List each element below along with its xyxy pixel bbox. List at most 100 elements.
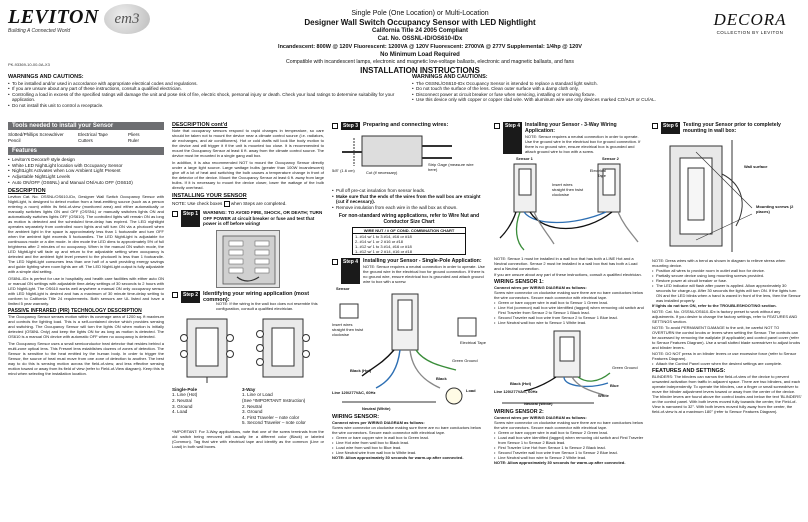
- warning-item: To be installed and/or used in accordanc…: [8, 81, 403, 87]
- w1-item: Second Traveler wall box wire from Senso…: [494, 315, 644, 320]
- step6-checkbox[interactable]: [652, 123, 658, 129]
- check-note-b: when Steps are completed.: [230, 201, 287, 207]
- em3-text: em3: [114, 11, 140, 27]
- wiring-title: WIRING SENSOR:: [332, 414, 380, 421]
- sp-item: 3. Ground: [172, 403, 193, 409]
- sensor1-label: Sensor 1: [516, 156, 533, 161]
- w1-item: Line Neutral wall box wire to Sensor 1 W…: [494, 320, 644, 325]
- step1-checkbox[interactable]: [172, 211, 178, 217]
- step3-checkbox[interactable]: [332, 123, 338, 129]
- note2: If you are unsure about any part of thes…: [494, 272, 642, 277]
- strip-gauge-diagram: Strip Gage (measure wire here) Cut (if n…: [332, 132, 486, 186]
- step4b-title: Installing your Sensor - 3-Way Wiring Ap…: [525, 122, 617, 134]
- wire-nut-chart: WIRE NUT / # OF COND. COMBINATION CHART …: [352, 227, 466, 256]
- single-pole-box-icon: [180, 318, 234, 383]
- step6-bullet: The LED indicator will flash after power…: [652, 283, 802, 303]
- three-way-wiring-icon: [502, 330, 611, 404]
- warning-item: If you are unsure about any part of thes…: [8, 86, 403, 92]
- warning-item: Disconnect power at circuit breaker or f…: [412, 92, 802, 98]
- step4b-checkbox[interactable]: [494, 123, 500, 129]
- three-way-sensors-icon: [499, 163, 639, 251]
- step4-note: NOTE: Sensor requires a neutral connecti…: [363, 264, 485, 285]
- step4b-label: Step 4: [503, 122, 523, 154]
- step2-checkbox[interactable]: [172, 291, 178, 298]
- insert-label: Insert wires straight then twist clockwi…: [332, 322, 364, 338]
- tw-item: 5. Second Traveler – note color: [242, 420, 306, 426]
- factory-note: NOTE: Cat. No. OSSNL/OS610-IDx is factor…: [652, 309, 798, 324]
- w2-item: Second Traveler wall box wire from Senso…: [494, 450, 644, 455]
- wiring-item: Line Hot wire from wall box to Black lea…: [332, 440, 486, 445]
- desc-cont-body2: In addition, it is also recommended NOT …: [172, 160, 324, 190]
- warning-item: The OSSNL/OS610-IDx Occupancy Sensor is …: [412, 81, 802, 87]
- tw-item: (See *IMPORTANT Instruction): [242, 397, 306, 403]
- step2-note: NOTE: If the wiring in the wall box does…: [216, 300, 318, 311]
- step4-checkbox[interactable]: [332, 259, 338, 266]
- wire-nut-row: 1- #14 w/ 1 to 3 #14, #16 or #18: [355, 234, 412, 240]
- green-label: Green Ground: [452, 358, 478, 364]
- header-line1: Single Pole (One Location) or Multi-Loca…: [351, 10, 489, 17]
- step1: Step 1 WARNING: TO AVOID FIRE, SHOCK, OR…: [172, 210, 324, 227]
- tape-label: Electrical Tape: [589, 168, 606, 178]
- w2-note: NOTE: Allow approximately 30 seconds for…: [494, 460, 626, 465]
- pir-body: The Occupancy Sensor senses motion withi…: [8, 314, 164, 340]
- sp-item: 1. Line (Hot): [172, 392, 198, 398]
- feature-item: White LED NightLight location with Occup…: [8, 163, 164, 169]
- tools-list: Slotted/Phillips Screwdriver Electrical …: [8, 132, 164, 143]
- step3-bullets: Pull off pre-cut insulation from sensor …: [332, 188, 486, 210]
- features-list: Leviton's Decora® style design White LED…: [8, 157, 164, 185]
- wire-nut-chart-title: WIRE NUT / # OF COND. COMBINATION CHART: [353, 228, 465, 235]
- installing-title: INSTALLING YOUR SENSOR: [172, 193, 247, 199]
- w1-item: Green or bare copper wire in wall box to…: [494, 300, 644, 305]
- wiring-item: Line Neutral wire from wall box to White…: [332, 450, 486, 455]
- warning-item: Controlling a load in excess of the spec…: [8, 92, 403, 103]
- step3-title: Preparing and connecting wires:: [363, 122, 449, 128]
- step2-title: Identifying your wiring application (mos…: [203, 290, 310, 303]
- dim-label: 5/8" (1.6 cm): [332, 168, 355, 173]
- black-hot-label: Black (Hot): [510, 381, 532, 386]
- column-5: Step 6 Testing your Sensor prior to comp…: [652, 122, 802, 518]
- wiring-item: Green or bare copper wire in wall box to…: [332, 435, 486, 440]
- leviton-logo: LEVITON Building A Connected World: [8, 6, 98, 36]
- important-note: *IMPORTANT: For 3-Way applications, note…: [172, 428, 324, 449]
- tool-item: Cutters: [78, 137, 93, 143]
- wire-strip-icon: [342, 135, 452, 167]
- step6-title: Testing your Sensor prior to completely …: [683, 122, 781, 134]
- w2-list: Green or bare copper wire in wall box to…: [494, 430, 644, 460]
- step6-bullet: Partially secure device using long mount…: [652, 273, 802, 278]
- warnings-right: WARNINGS AND CAUTIONS: The OSSNL/OS610-I…: [412, 74, 802, 103]
- wallbox-diagrams: [172, 314, 324, 384]
- step6-label: Step 6: [661, 122, 681, 134]
- feature-item: Leviton's Decora® style design: [8, 157, 164, 163]
- strip-label: Strip Gage (measure wire here): [428, 162, 474, 172]
- mounting-icon: [669, 140, 753, 252]
- white-label: White: [598, 393, 609, 398]
- wire-nut-row: 2- #14 w/ 1 or 2 #16 or #18: [355, 239, 404, 245]
- wiring-list: Green or bare copper wire in wall box to…: [332, 435, 486, 455]
- decora-tagline: COLLECTION BY LEVITON: [716, 30, 784, 35]
- single-pole-legend: Single-Pole 1. Line (Hot) 2. Neutral 3. …: [172, 387, 232, 426]
- step2-label: Step 2: [181, 290, 201, 303]
- tool-item: Pencil: [8, 137, 21, 143]
- step6: Step 6 Testing your Sensor prior to comp…: [652, 122, 802, 134]
- three-way-box-icon: [256, 318, 310, 378]
- step2: Step 2 Identifying your wiring applicati…: [172, 290, 324, 303]
- w1-title: WIRING SENSOR 1:: [494, 279, 544, 285]
- compat-line: Compatible with incandescent lamps, elec…: [285, 59, 575, 65]
- neutral-label: Neutral (White): [524, 401, 553, 406]
- nonstandard-note: For non-standard wiring applications, re…: [338, 213, 480, 226]
- check-note: NOTE: Use check boxes when Steps are com…: [172, 201, 324, 207]
- column-2: DESCRIPTION cont'd Note that occupancy s…: [172, 122, 324, 518]
- step1-label: Step 1: [181, 210, 201, 227]
- feature-item: NightLight Activates when Low Ambient Li…: [8, 168, 164, 174]
- column-1: Tools needed to install your Sensor Slot…: [8, 122, 164, 518]
- features-title: Features: [8, 147, 164, 156]
- single-pole-wiring-diagram: Sensor Insert wires straight then twist …: [332, 284, 486, 414]
- three-way-sensor-diagram: Sensor 1 Sensor 2 Insert wires straight …: [494, 154, 644, 256]
- decora-logo: DECORA COLLECTION BY LEVITON: [700, 10, 800, 40]
- troubleshoot-note: If lights do not turn ON, refer to the T…: [652, 303, 777, 308]
- damage-note: NOTE: To avoid PERMANENT DAMAGE to the u…: [652, 325, 801, 350]
- tool-item: Electrical Tape: [78, 132, 108, 137]
- warnings-left-title: WARNINGS AND CAUTIONS:: [8, 74, 84, 80]
- description-body2: OS6NL-IDx is perfect for use in hospital…: [8, 276, 164, 307]
- tw-item: 1. Line or Load: [242, 392, 273, 398]
